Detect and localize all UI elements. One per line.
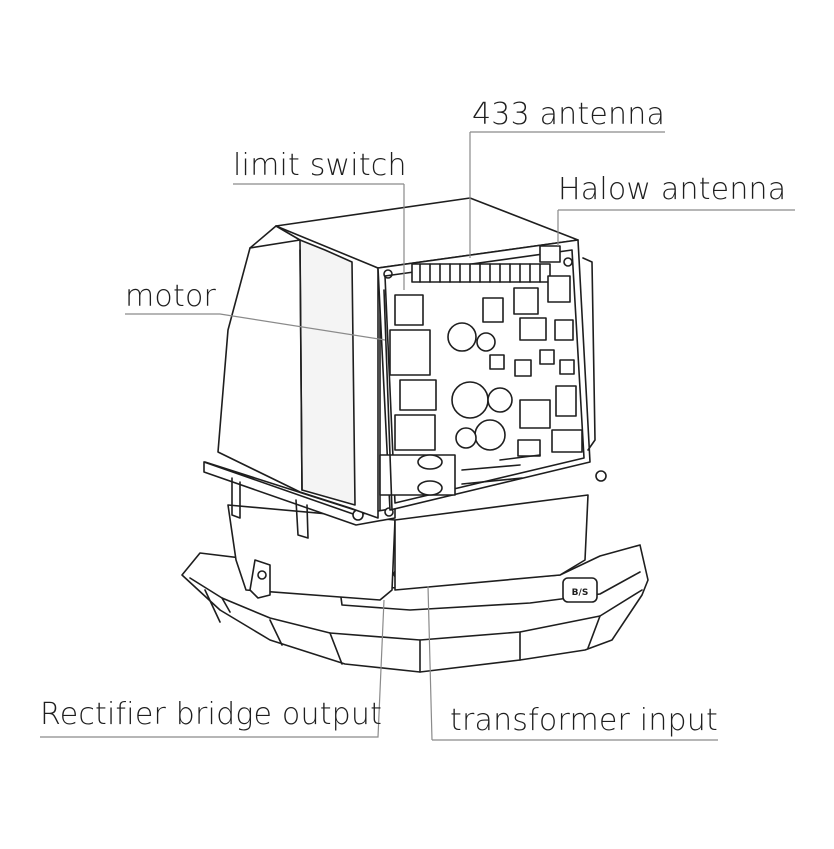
leader-433-antenna (469, 131, 665, 258)
label-motor: motor (125, 279, 217, 314)
board-badge: B/S (572, 588, 589, 598)
label-limit-switch: limit switch (233, 148, 407, 183)
label-halow-antenna: Halow antenna (558, 172, 787, 207)
leader-transformer-input (427, 585, 718, 741)
leader-halow-antenna (557, 209, 795, 246)
leader-rectifier-output (40, 599, 385, 738)
gear-housing (227, 494, 589, 601)
leader-limit-switch (233, 183, 405, 290)
leader-lines (40, 131, 795, 741)
label-433-antenna: 433 antenna (472, 97, 666, 132)
label-transformer-input: transformer input (450, 703, 718, 738)
control-board (377, 239, 596, 511)
label-rectifier-bridge-output: Rectifier bridge output (40, 697, 383, 732)
leader-motor (125, 313, 386, 341)
